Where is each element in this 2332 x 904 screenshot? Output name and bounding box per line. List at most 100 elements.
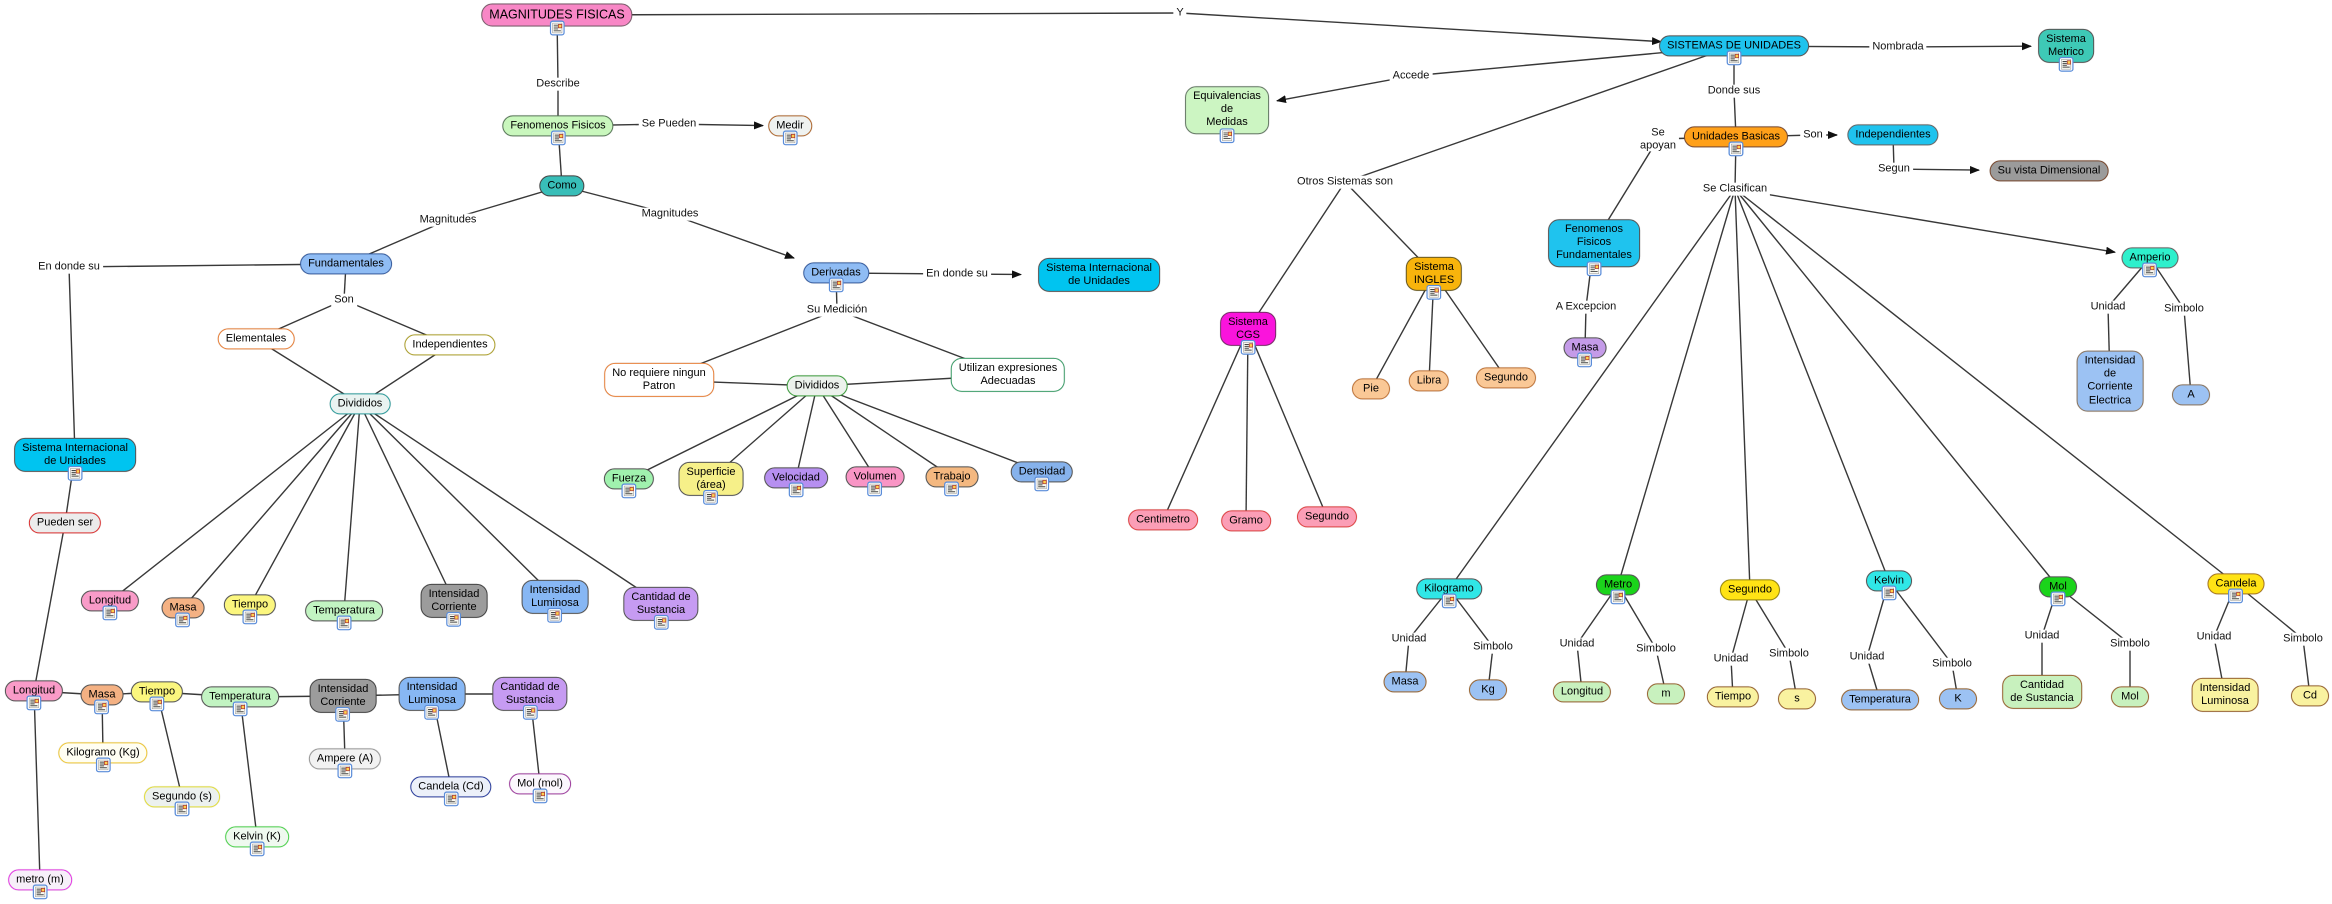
label-se-pueden[interactable]: Se Pueden [638,117,700,131]
node-temperatura-1[interactable]: Temperatura [305,600,383,631]
node-metro[interactable]: Metro [1595,574,1641,605]
node-sistema-metrico[interactable]: Sistema Metrico [2038,28,2094,73]
node-velocidad[interactable]: Velocidad [764,467,828,498]
node-int-corr-electrica[interactable]: Intensidad de Corriente Electrica [2076,350,2144,412]
resource-icon[interactable] [867,481,883,497]
node-masa-2[interactable]: Masa [80,684,124,715]
resource-icon[interactable] [549,20,565,36]
node-temperatura-u[interactable]: Temperatura [1841,689,1919,711]
node-metro-m[interactable]: metro (m) [8,869,72,900]
node-fenomenos-fund[interactable]: Fenomenos Fisicos Fundamentales [1548,219,1640,276]
node-independientes-r[interactable]: Independientes [1847,124,1939,146]
node-longitud-u[interactable]: Longitud [1552,681,1612,703]
node-como[interactable]: Como [539,175,585,197]
resource-icon[interactable] [547,608,563,624]
resource-icon[interactable] [1728,141,1744,157]
resource-icon[interactable] [1610,589,1626,605]
node-intensidad-luminosa-1[interactable]: Intensidad Luminosa [521,579,589,624]
resource-icon[interactable] [782,130,798,146]
resource-icon[interactable] [1219,127,1235,143]
label-a-excepcion[interactable]: A Excepcion [1552,300,1620,314]
node-su-vista-dimensional[interactable]: Su vista Dimensional [1989,160,2109,182]
resource-icon[interactable] [249,841,265,857]
node-pie[interactable]: Pie [1352,378,1390,400]
resource-icon[interactable] [67,466,83,482]
label-se-apoyan[interactable]: Se apoyan [1636,126,1680,152]
node-cd-sym[interactable]: Cd [2291,685,2329,707]
node-kilogramo-kg[interactable]: Kilogramo (Kg) [58,742,148,773]
node-tiempo-2[interactable]: Tiempo [130,681,184,712]
node-superficie[interactable]: Superficie (área) [678,461,744,506]
node-divididos-r[interactable]: Divididos [786,375,848,397]
label-accede[interactable]: Accede [1389,69,1433,83]
label-simbolo-kg[interactable]: Simbolo [1470,640,1516,654]
label-son-r[interactable]: Son [1800,128,1826,142]
node-sistema-internacional-l[interactable]: Sistema Internacional de Unidades [14,437,136,482]
resource-icon[interactable] [828,277,844,293]
resource-icon[interactable] [335,707,351,723]
node-intensidad-corriente-2[interactable]: Intensidad Corriente [309,678,377,723]
label-magnitudes-r[interactable]: Magnitudes [638,207,702,221]
resource-icon[interactable] [1441,593,1457,609]
resource-icon[interactable] [1726,50,1742,66]
resource-icon[interactable] [1577,352,1593,368]
resource-icon[interactable] [653,615,669,631]
resource-icon[interactable] [788,482,804,498]
node-volumen[interactable]: Volumen [845,466,905,497]
resource-icon[interactable] [2050,591,2066,607]
node-mol-mol[interactable]: Mol (mol) [509,773,571,804]
node-longitud-2[interactable]: Longitud [4,680,64,711]
label-unidad-cd[interactable]: Unidad [2193,630,2235,644]
label-simbolo-cd[interactable]: Simbolo [2280,632,2326,646]
node-cantidad-sustancia-u[interactable]: Cantidad de Sustancia [2002,674,2082,710]
node-longitud-1[interactable]: Longitud [80,590,140,621]
label-unidad-kg[interactable]: Unidad [1388,632,1430,646]
node-unidades-basicas[interactable]: Unidades Basicas [1683,126,1789,157]
node-elementales[interactable]: Elementales [217,328,295,350]
node-cantidad-sustancia-1[interactable]: Cantidad de Sustancia [623,586,699,631]
node-kilogramo[interactable]: Kilogramo [1416,578,1482,609]
node-candela[interactable]: Candela [2207,573,2265,604]
resource-icon[interactable] [95,757,111,773]
resource-icon[interactable] [703,490,719,506]
node-sistema-ingles[interactable]: Sistema INGLES [1405,256,1463,301]
node-equivalencias[interactable]: Equivalencias de Medidas [1185,86,1269,143]
resource-icon[interactable] [336,615,352,631]
label-y-label[interactable]: Y [1173,6,1187,20]
node-intensidad-luminosa-2[interactable]: Intensidad Luminosa [398,676,466,721]
node-kelvin-k[interactable]: Kelvin (K) [225,826,289,857]
node-candela-cd[interactable]: Candela (Cd) [410,776,492,807]
node-segundo-s[interactable]: Segundo (s) [144,786,220,817]
resource-icon[interactable] [149,696,165,712]
label-su-medicion[interactable]: Su Medición [803,303,871,317]
resource-icon[interactable] [522,705,538,721]
node-ampere-a[interactable]: Ampere (A) [308,748,382,779]
resource-icon[interactable] [1586,260,1602,276]
node-m-sym[interactable]: m [1647,683,1685,705]
resource-icon[interactable] [446,612,462,628]
resource-icon[interactable] [2228,588,2244,604]
label-unidad-amp[interactable]: Unidad [2087,300,2129,314]
label-describe[interactable]: Describe [533,77,583,91]
resource-icon[interactable] [232,701,248,717]
node-a-sym[interactable]: A [2172,384,2210,406]
resource-icon[interactable] [94,699,110,715]
label-simbolo-mol[interactable]: Simbolo [2107,637,2153,651]
label-unidad-s[interactable]: Unidad [1710,652,1752,666]
resource-icon[interactable] [443,791,459,807]
node-masa-u[interactable]: Masa [1383,671,1427,693]
resource-icon[interactable] [175,612,191,628]
node-segundo-cgs[interactable]: Segundo [1296,506,1358,528]
node-densidad[interactable]: Densidad [1010,461,1074,492]
resource-icon[interactable] [1426,285,1442,301]
label-son-l[interactable]: Son [331,293,357,307]
node-independientes-l[interactable]: Independientes [404,334,496,356]
node-fundamentales[interactable]: Fundamentales [300,253,392,275]
node-fuerza[interactable]: Fuerza [603,468,655,499]
resource-icon[interactable] [532,788,548,804]
node-sistemas-de-unidades[interactable]: SISTEMAS DE UNIDADES [1659,35,1809,66]
node-derivadas[interactable]: Derivadas [803,262,869,293]
node-int-luminosa-u[interactable]: Intensidad Luminosa [2191,677,2259,713]
label-en-donde-su-r[interactable]: En donde su [923,267,991,281]
